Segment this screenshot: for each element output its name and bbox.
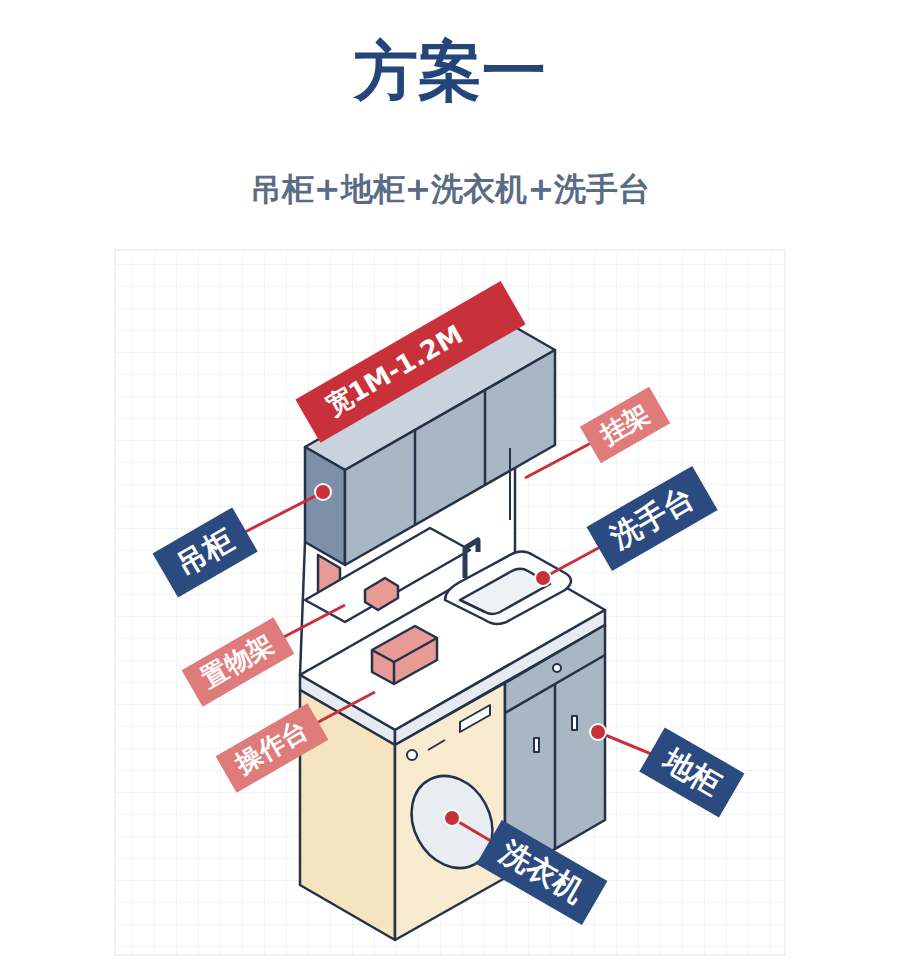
subtitle: 吊柜+地柜+洗衣机+洗手台 <box>0 168 900 212</box>
grid-ground <box>115 250 785 955</box>
main-title: 方案一 <box>0 28 900 115</box>
